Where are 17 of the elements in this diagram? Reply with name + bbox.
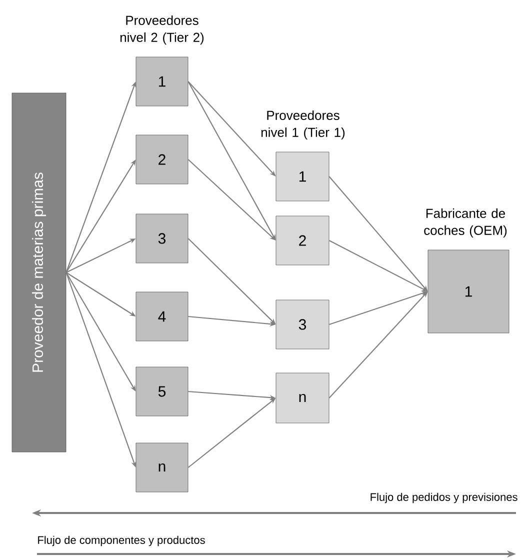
supplier-box: 3 bbox=[136, 214, 188, 264]
supplier-box: 2 bbox=[276, 216, 330, 266]
supplier-box: n bbox=[276, 372, 330, 424]
supplier-bar: Proveedor de materias primas bbox=[12, 92, 66, 452]
supplier-box: 2 bbox=[136, 134, 188, 184]
supplier-box: 3 bbox=[276, 300, 330, 350]
column-heading: Proveedores nivel 1 (Tier 1) bbox=[261, 110, 345, 140]
flow-label: Flujo de pedidos y previsiones bbox=[370, 492, 518, 504]
supplier-box: 1 bbox=[136, 56, 188, 106]
node-label: Fabricante de coches (OEM) bbox=[424, 208, 507, 238]
supplier-box: 1 bbox=[276, 152, 330, 202]
column-heading: Proveedores nivel 2 (Tier 2) bbox=[120, 15, 204, 45]
flow-label: Flujo de componentes y productos bbox=[38, 536, 205, 546]
supplier-box: 4 bbox=[136, 292, 188, 342]
supplier-box: 5 bbox=[136, 366, 188, 416]
manufacturer-box: 1 Fabricante de coches (OEM) bbox=[424, 208, 510, 334]
supplier-box: n bbox=[136, 442, 188, 492]
